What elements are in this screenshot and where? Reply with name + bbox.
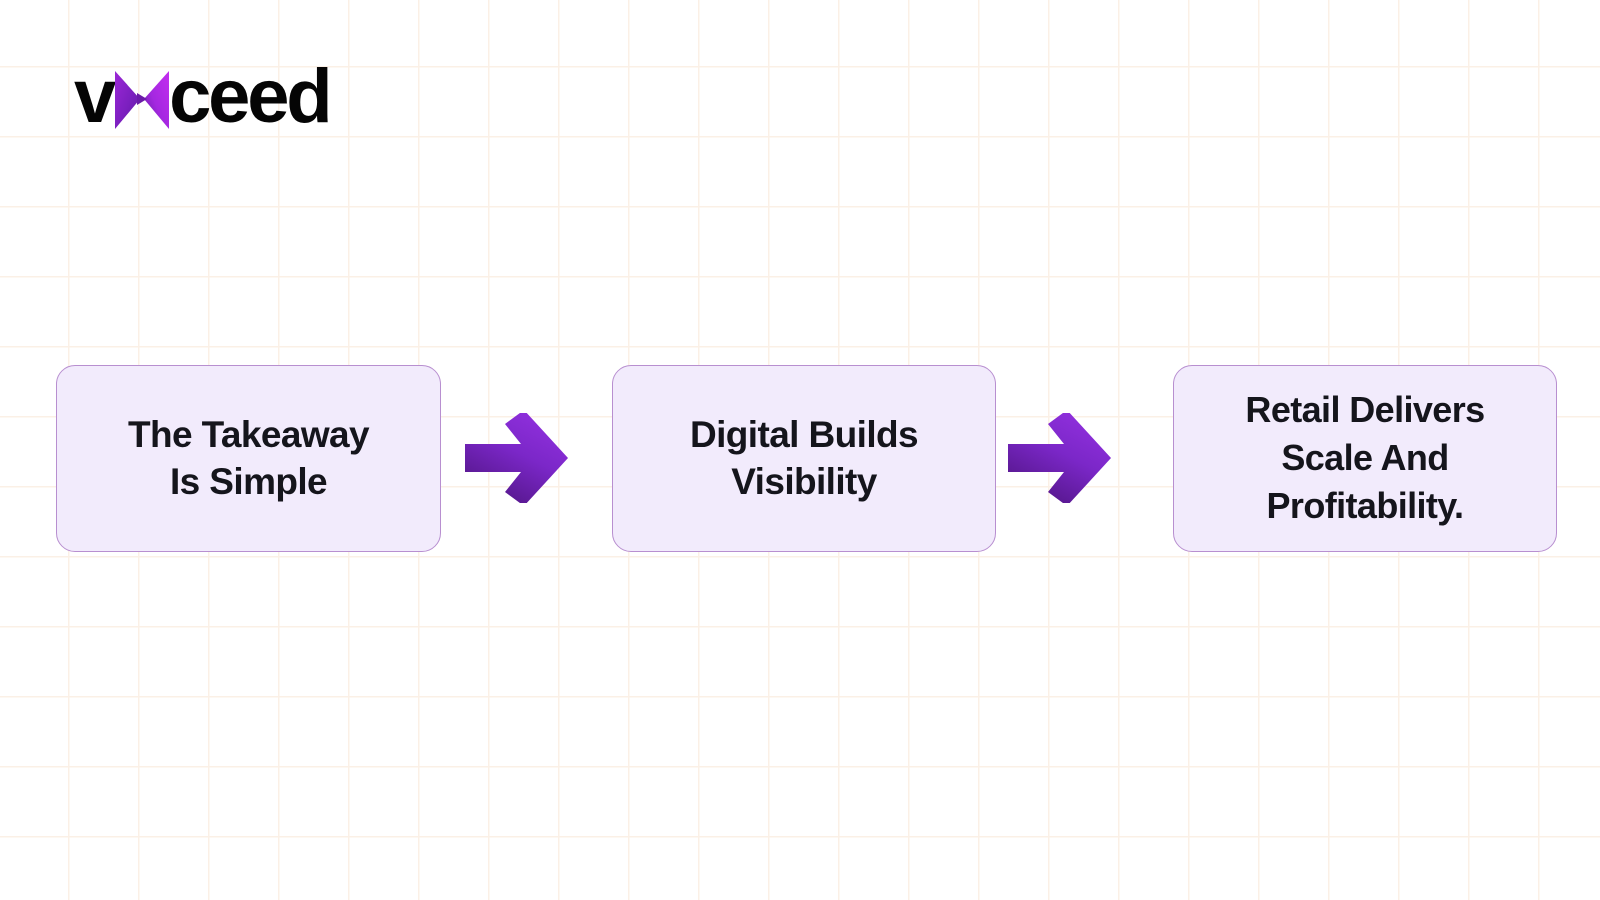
flow-step-3-label: Retail Delivers Scale And Profitability.: [1245, 388, 1485, 527]
brand-logo: v ceed: [74, 54, 333, 139]
flow-connector-2: [1008, 413, 1111, 503]
logo-text-prefix: v: [74, 54, 116, 139]
flow-step-2-label: Digital Builds Visibility: [690, 413, 919, 502]
flow-step-1: The Takeaway Is Simple: [56, 364, 441, 552]
x-bowtie-icon: [113, 69, 171, 131]
flow-step-3: Retail Delivers Scale And Profitability.: [1173, 364, 1557, 552]
arrow-right-icon: [465, 413, 568, 503]
arrow-right-icon: [1008, 413, 1111, 503]
flow-connector-1: [465, 413, 568, 503]
process-flow: The Takeaway Is Simple Digital Builds Vi…: [0, 363, 1600, 553]
flow-step-1-label: The Takeaway Is Simple: [128, 413, 370, 502]
flow-step-2: Digital Builds Visibility: [612, 364, 996, 552]
logo-text-suffix: ceed: [169, 54, 333, 139]
